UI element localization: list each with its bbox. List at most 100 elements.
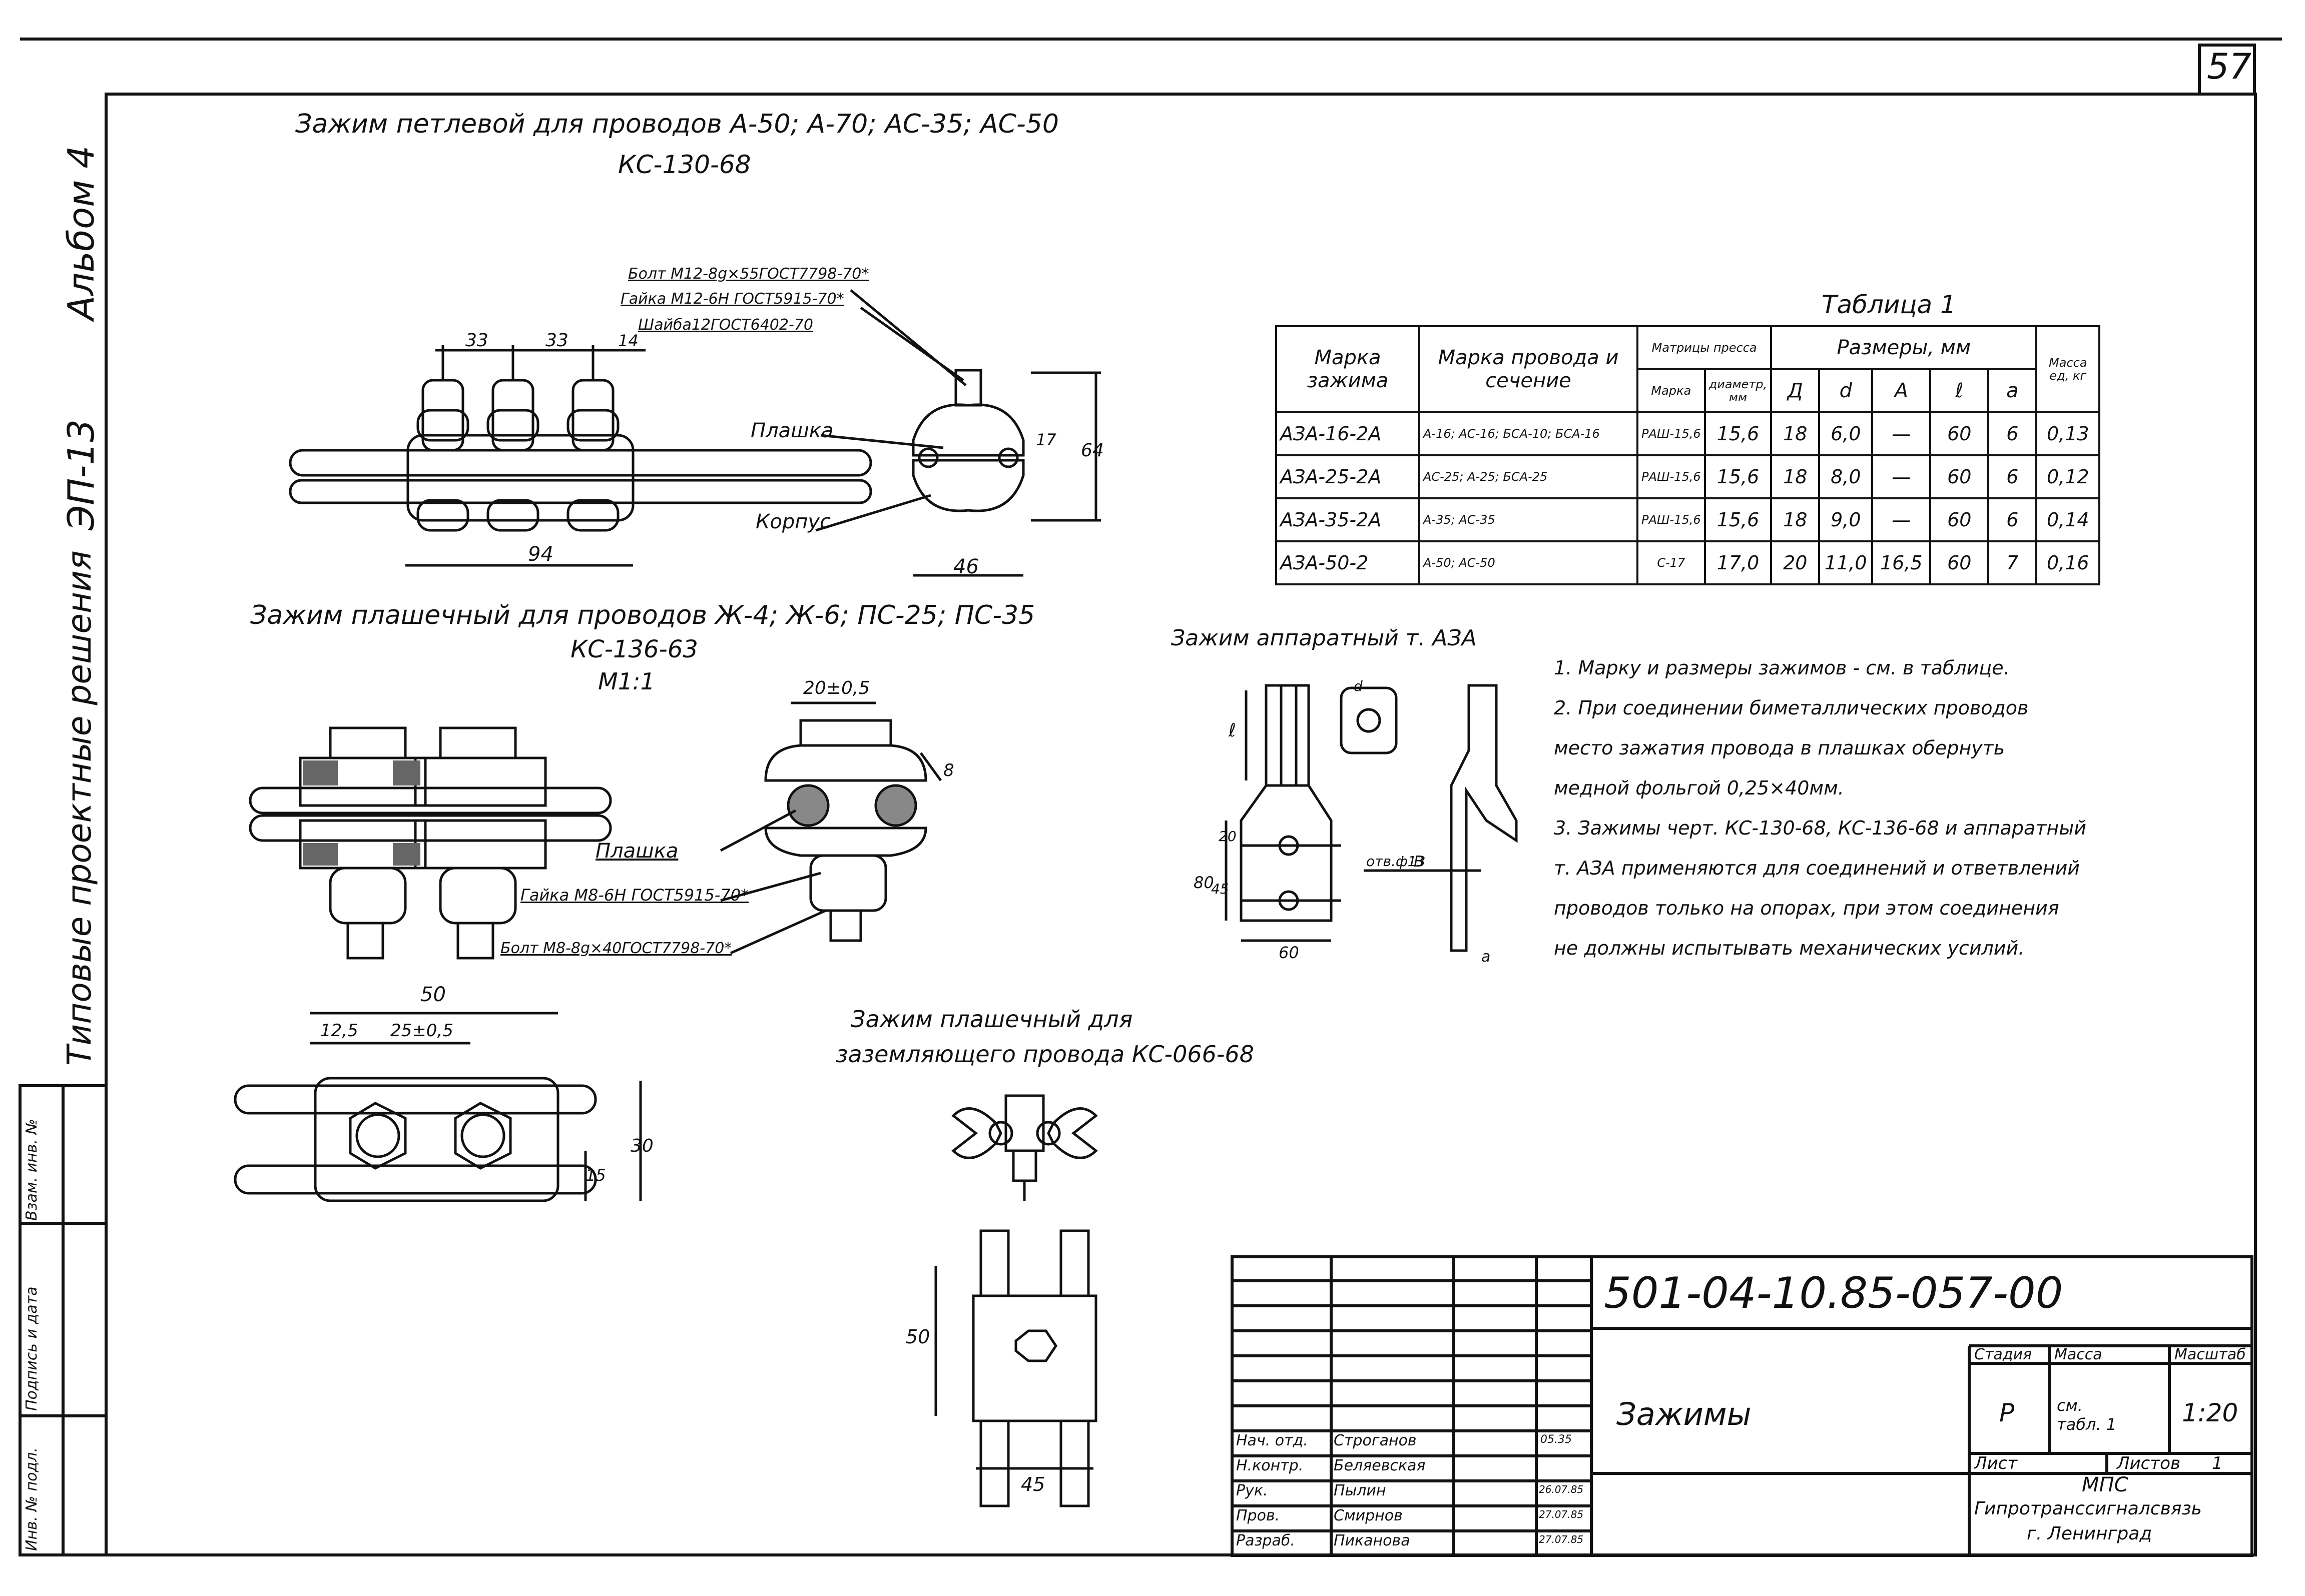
plate-clamp-nut: Гайка М8-6Н ГОСТ5915-70*	[520, 886, 749, 905]
stamp-sheets: 1	[2212, 1453, 2223, 1473]
ground-clamp-drawing	[934, 1094, 1098, 1507]
stamp-role: Нач. отд.	[1236, 1432, 1308, 1449]
drawing-frame	[105, 93, 2257, 1556]
notes-block: 1. Марку и размеры зажимов - см. в табли…	[1554, 648, 2086, 968]
cell-D: 18	[1770, 454, 1821, 499]
cell-mark: АЗА-50-2	[1275, 540, 1420, 585]
apparatus-dim-80: 80	[1194, 873, 1214, 892]
note-line: место зажатия провода в плашках обернуть	[1554, 737, 2005, 759]
plate-dim-side: 8	[943, 760, 954, 780]
plate-dim-len: 50	[420, 983, 446, 1006]
note-line: 3. Зажимы черт. КС-130-68, КС-136-68 и а…	[1554, 817, 2086, 839]
stamp-role: Рук.	[1236, 1482, 1268, 1499]
ground-clamp-title-1: Зажим плашечный для	[851, 1006, 1133, 1033]
plate-clamp-title: Зажим плашечный для проводов Ж-4; Ж-6; П…	[250, 600, 1035, 630]
th-D: Д	[1770, 368, 1821, 413]
cell-d: 6,0	[1818, 411, 1874, 456]
table-row: АЗА-50-2 А-50; АС-50 С-17 17,0 20 11,0 1…	[1275, 540, 2101, 585]
cell-wire: А-16; АС-16; БСА-10; БСА-16	[1418, 411, 1638, 456]
table-row: АЗА-35-2А А-35; АС-35 РАШ-15,6 15,6 18 9…	[1275, 497, 2101, 542]
stamp-grid	[1231, 1255, 2253, 1557]
cell-dia: 15,6	[1703, 454, 1773, 499]
cell-mass: 0,16	[2035, 540, 2101, 585]
plate-dim-h2: 30	[631, 1136, 654, 1156]
loop-clamp-code: КС-130-68	[618, 150, 751, 179]
cell-mass: 0,14	[2035, 497, 2101, 542]
cell-wire: А-35; АС-35	[1418, 497, 1638, 542]
table-row: АЗА-16-2А А-16; АС-16; БСА-10; БСА-16 РА…	[1275, 411, 2101, 456]
plate-clamp-scale: М1:1	[598, 668, 655, 695]
cell-dia: 17,0	[1703, 540, 1773, 585]
stamp-org2: Гипротранссигналсвязь	[1974, 1498, 2202, 1519]
cell-d: 11,0	[1818, 540, 1874, 585]
plate-clamp-top-view	[234, 1012, 642, 1202]
stamp-stage-h: Стадия	[1974, 1346, 2032, 1363]
cell-a: 6	[1987, 411, 2038, 456]
cell-D: 18	[1770, 411, 1821, 456]
cell-wire: АС-25; А-25; БСА-25	[1418, 454, 1638, 499]
apparatus-hole-mark: В	[1414, 853, 1424, 871]
cell-matrix: РАШ-15,6	[1636, 454, 1706, 499]
apparatus-hole-label: отв.ф13	[1366, 853, 1426, 870]
cell-mark: АЗА-35-2А	[1275, 497, 1420, 542]
side-caption: Типовые проектные решения	[60, 550, 99, 1066]
loop-clamp-nut: Гайка М12-6Н ГОСТ5915-70*	[621, 290, 844, 308]
apparatus-clamp-drawing	[1225, 684, 1518, 952]
stamp-title: Зажимы	[1616, 1396, 1752, 1432]
side-sign-date: Подпись и дата	[23, 1286, 41, 1411]
loop-dim-d3: 14	[618, 331, 639, 350]
note-line: 1. Марку и размеры зажимов - см. в табли…	[1554, 657, 2010, 679]
stamp-date: 05.35	[1540, 1433, 1572, 1446]
cell-mass: 0,12	[2035, 454, 2101, 499]
stamp-scale: 1:20	[2182, 1398, 2238, 1427]
th-l: ℓ	[1929, 368, 1990, 413]
note-line: медной фольгой 0,25×40мм.	[1554, 777, 1844, 799]
loop-dim-d2: 33	[545, 330, 568, 351]
stamp-org3: г. Ленинград	[2027, 1523, 2152, 1544]
cell-D: 18	[1770, 497, 1821, 542]
cell-A: —	[1871, 497, 1932, 542]
cell-A: —	[1871, 454, 1932, 499]
table-row: АЗА-25-2А АС-25; А-25; БСА-25 РАШ-15,6 1…	[1275, 454, 2101, 499]
cell-dia: 15,6	[1703, 411, 1773, 456]
cell-a: 6	[1987, 497, 2038, 542]
plate-clamp-plate-label: Плашка	[596, 840, 679, 863]
th-A: А	[1871, 368, 1932, 413]
apparatus-clamp-title: Зажим аппаратный т. АЗА	[1171, 625, 1477, 651]
cell-l: 60	[1929, 497, 1990, 542]
stamp-org1: МПС	[2082, 1473, 2128, 1496]
stamp-role: Разраб.	[1236, 1532, 1295, 1549]
th-matrix: Матрицы пресса	[1636, 325, 1773, 370]
plate-clamp-bolt: Болт М8-8g×40ГОСТ7798-70*	[500, 940, 732, 957]
plate-dim-top: 20±0,5	[803, 678, 870, 698]
th-d: d	[1818, 368, 1874, 413]
plate-dim-a: 12,5	[320, 1021, 358, 1041]
cell-matrix: РАШ-15,6	[1636, 497, 1706, 542]
note-line: не должны испытывать механических усилий…	[1554, 937, 2025, 959]
cell-d: 9,0	[1818, 497, 1874, 542]
loop-dim-w2: 46	[953, 555, 979, 578]
cell-l: 60	[1929, 540, 1990, 585]
stamp-date: 26.07.85	[1539, 1483, 1584, 1495]
plate-clamp-section	[249, 726, 612, 960]
note-line: 2. При соединении биметаллических провод…	[1554, 697, 2029, 719]
loop-clamp-washer: Шайба12ГОСТ6402-70	[638, 316, 813, 334]
stamp-mass: см. табл. 1	[2057, 1396, 2117, 1434]
apparatus-dim-45: 45	[1211, 881, 1229, 897]
stamp-mass-h: Масса	[2054, 1346, 2102, 1363]
th-wire: Марка провода и сечение	[1418, 325, 1638, 413]
ground-dim-h: 50	[906, 1326, 930, 1348]
th-mass: Масса ед, кг	[2035, 325, 2101, 413]
loop-dim-h2: 64	[1081, 440, 1104, 461]
note-line: т. АЗА применяются для соединений и отве…	[1554, 857, 2080, 879]
th-matrix-dia: диаметр, мм	[1703, 368, 1773, 413]
cell-a: 6	[1987, 454, 2038, 499]
stamp-name: Пылин	[1334, 1482, 1386, 1499]
apparatus-dim-a: а	[1481, 948, 1491, 966]
table1: Марка зажима Марка провода и сечение Мат…	[1275, 325, 2101, 585]
ground-clamp-title-2: заземляющего провода КС-066-68	[836, 1041, 1255, 1068]
cell-matrix: С-17	[1636, 540, 1706, 585]
cell-l: 60	[1929, 411, 1990, 456]
stamp-name: Беляевская	[1334, 1457, 1426, 1474]
plate-dim-b: 25±0,5	[390, 1021, 453, 1041]
